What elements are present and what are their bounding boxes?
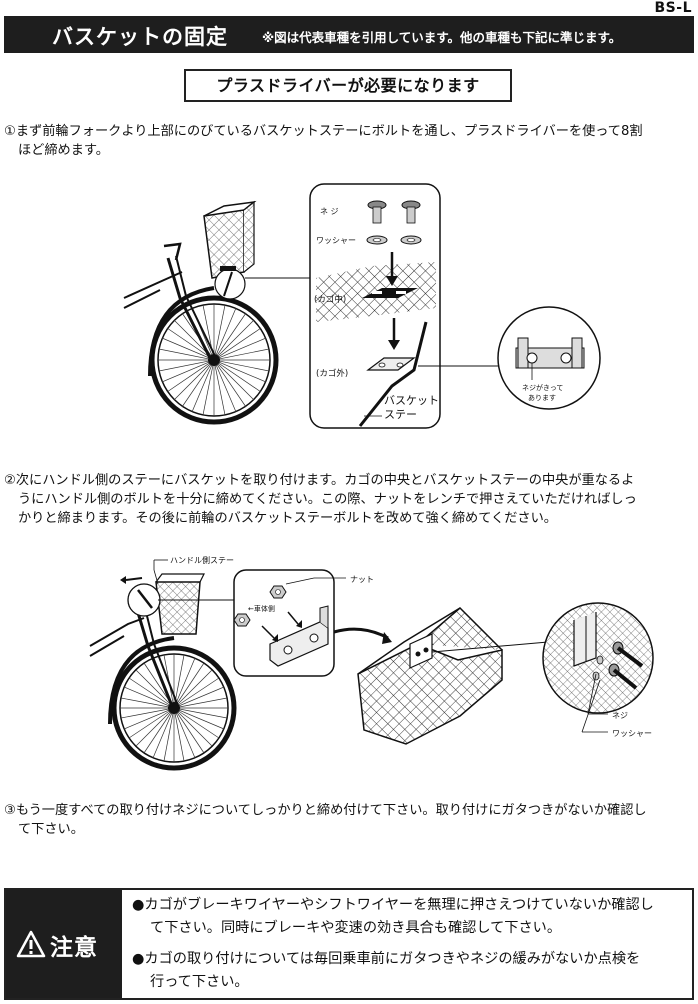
screw-icon [367, 200, 421, 224]
caution-body: ●カゴがブレーキワイヤーやシフトワイヤーを無理に押さえつけていないか確認し て下… [132, 894, 692, 994]
fig2-handle-stay-label: ハンドル側ステー [170, 555, 234, 565]
step-1-text: ①まず前輪フォークより上部にのびているバスケットステーにボルトを通し、プラスドラ… [4, 122, 694, 160]
caution-item-1-line-2: て下さい。同時にブレーキや変速の効き具合も確認して下さい。 [150, 920, 562, 936]
screw-icon-2 [608, 641, 644, 690]
step-2-line-1: ②次にハンドル側のステーにバスケットを取り付けます。カゴの中央とバスケットステー… [4, 473, 635, 488]
step-1-line-1: ①まず前輪フォークより上部にのびているバスケットステーにボルトを通し、プラスドラ… [4, 124, 643, 139]
figure-2-diagram: ハンドル側ステー ナット ←車体側 ネジ ワッシャ [89, 555, 654, 771]
fig1-stay-label-2: ステー [384, 408, 417, 421]
step-1-line-2: ほど締めます。 [18, 143, 109, 158]
title-bar: バスケットの固定 ※図は代表車種を引用しています。他の車種も下記に準じます。 [4, 16, 694, 53]
caution-box: 注意 ●カゴがブレーキワイヤーやシフトワイヤーを無理に押さえつけていないか確認し… [4, 888, 694, 1000]
fig1-stay-label-1: バスケット [384, 394, 439, 407]
step-3-line-2: て下さい。 [18, 822, 84, 837]
washer-icon [366, 235, 422, 245]
model-code: BS-L [654, 0, 692, 16]
fig2-body-side-label: ←車体側 [248, 604, 275, 613]
fig1-washer-label: ワッシャー [316, 236, 356, 245]
fig1-outside-label: (カゴ外) [316, 368, 348, 379]
warning-triangle-icon [16, 930, 46, 958]
fig2-screw-label: ネジ [612, 711, 628, 720]
caution-label: 注意 [50, 935, 98, 961]
step-3-line-1: ③もう一度すべての取り付けネジについてしっかりと締め付けて下さい。取り付けにガタ… [4, 803, 647, 818]
fig2-nut-label: ナット [350, 575, 374, 584]
figure-1-diagram: ネ ジ ワッシャー (カゴ中) (カゴ外) バスケット ステー ネジがきって あ… [123, 183, 601, 429]
step-3-text: ③もう一度すべての取り付けネジについてしっかりと締め付けて下さい。取り付けにガタ… [4, 801, 694, 839]
fig2-washer-label: ワッシャー [612, 729, 652, 738]
nut-icon [233, 585, 287, 627]
fig1-inside-label: (カゴ中) [314, 294, 346, 305]
step-2-text: ②次にハンドル側のステーにバスケットを取り付けます。カゴの中央とバスケットステー… [4, 471, 694, 528]
page-title: バスケットの固定 [52, 25, 228, 49]
front-wheel-2 [111, 645, 237, 771]
step-2-line-3: かりと締まります。その後に前輪のバスケットステーボルトを改めて強く締めてください… [18, 511, 557, 526]
fig1-screw-label: ネ ジ [320, 207, 339, 216]
caution-item-1-line-1: ●カゴがブレーキワイヤーやシフトワイヤーを無理に押さえつけていないか確認し [132, 897, 654, 913]
title-note: ※図は代表車種を引用しています。他の車種も下記に準じます。 [262, 30, 622, 45]
fig1-detail-label-2: あります [528, 394, 556, 402]
tool-notice: プラスドライバーが必要になります [184, 69, 512, 102]
fig1-detail-label-1: ネジがきって [522, 383, 563, 392]
front-wheel [149, 295, 279, 425]
caution-item-2-line-2: 行って下さい。 [150, 974, 249, 990]
step-2-line-2: うにハンドル側のボルトを十分に締めてください。この際、ナットをレンチで押さえてい… [18, 492, 637, 507]
caution-item-2-line-1: ●カゴの取り付けについては毎回乗車前にガタつきやネジの緩みがないか点検を [132, 951, 641, 967]
caution-label-panel: 注意 [6, 890, 122, 998]
